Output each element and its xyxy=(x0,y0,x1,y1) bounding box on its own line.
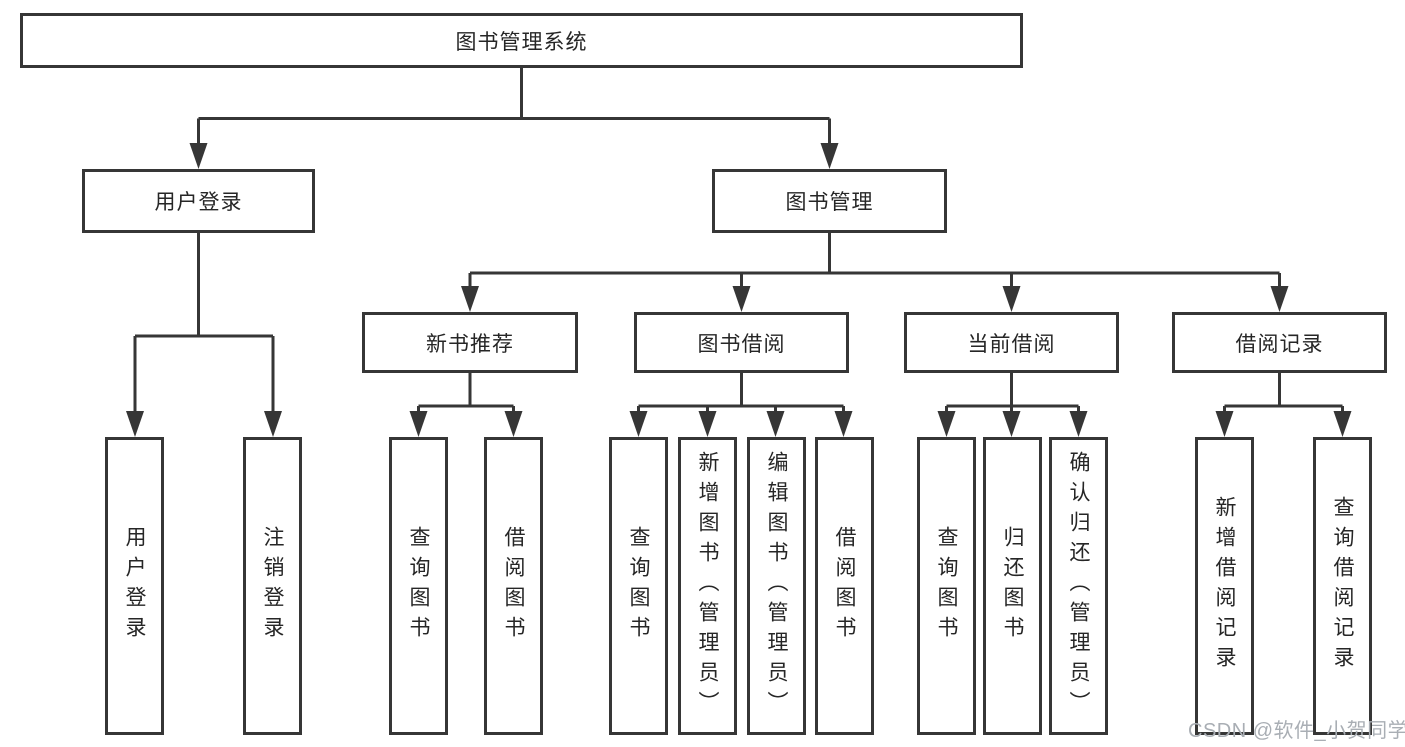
node-query-books-recommend: 查询图书 xyxy=(389,437,448,735)
node-current-borrow: 当前借阅 xyxy=(904,312,1119,373)
node-root-library-system: 图书管理系统 xyxy=(20,13,1023,68)
node-book-borrow: 图书借阅 xyxy=(634,312,849,373)
node-edit-book-admin: 编辑图书（管理员） xyxy=(747,437,806,735)
node-add-borrow-record: 新增借阅记录 xyxy=(1195,437,1254,735)
node-query-borrow-record: 查询借阅记录 xyxy=(1313,437,1372,735)
node-add-book-admin: 新增图书（管理员） xyxy=(678,437,737,735)
node-borrow-books-action: 借阅图书 xyxy=(815,437,874,735)
node-borrow-records: 借阅记录 xyxy=(1172,312,1387,373)
node-confirm-return-admin: 确认归还（管理员） xyxy=(1049,437,1108,735)
node-user-login: 用户登录 xyxy=(82,169,315,233)
node-query-books-current: 查询图书 xyxy=(917,437,976,735)
node-return-book: 归还图书 xyxy=(983,437,1042,735)
node-logout-action: 注销登录 xyxy=(243,437,302,735)
node-borrow-books-recommend: 借阅图书 xyxy=(484,437,543,735)
csdn-watermark: CSDN @软件_小贺同学 xyxy=(1188,720,1405,742)
node-book-management: 图书管理 xyxy=(712,169,947,233)
node-user-login-action: 用户登录 xyxy=(105,437,164,735)
arrowheads xyxy=(126,143,1352,437)
node-new-book-recommend: 新书推荐 xyxy=(362,312,578,373)
node-query-books-borrow: 查询图书 xyxy=(609,437,668,735)
